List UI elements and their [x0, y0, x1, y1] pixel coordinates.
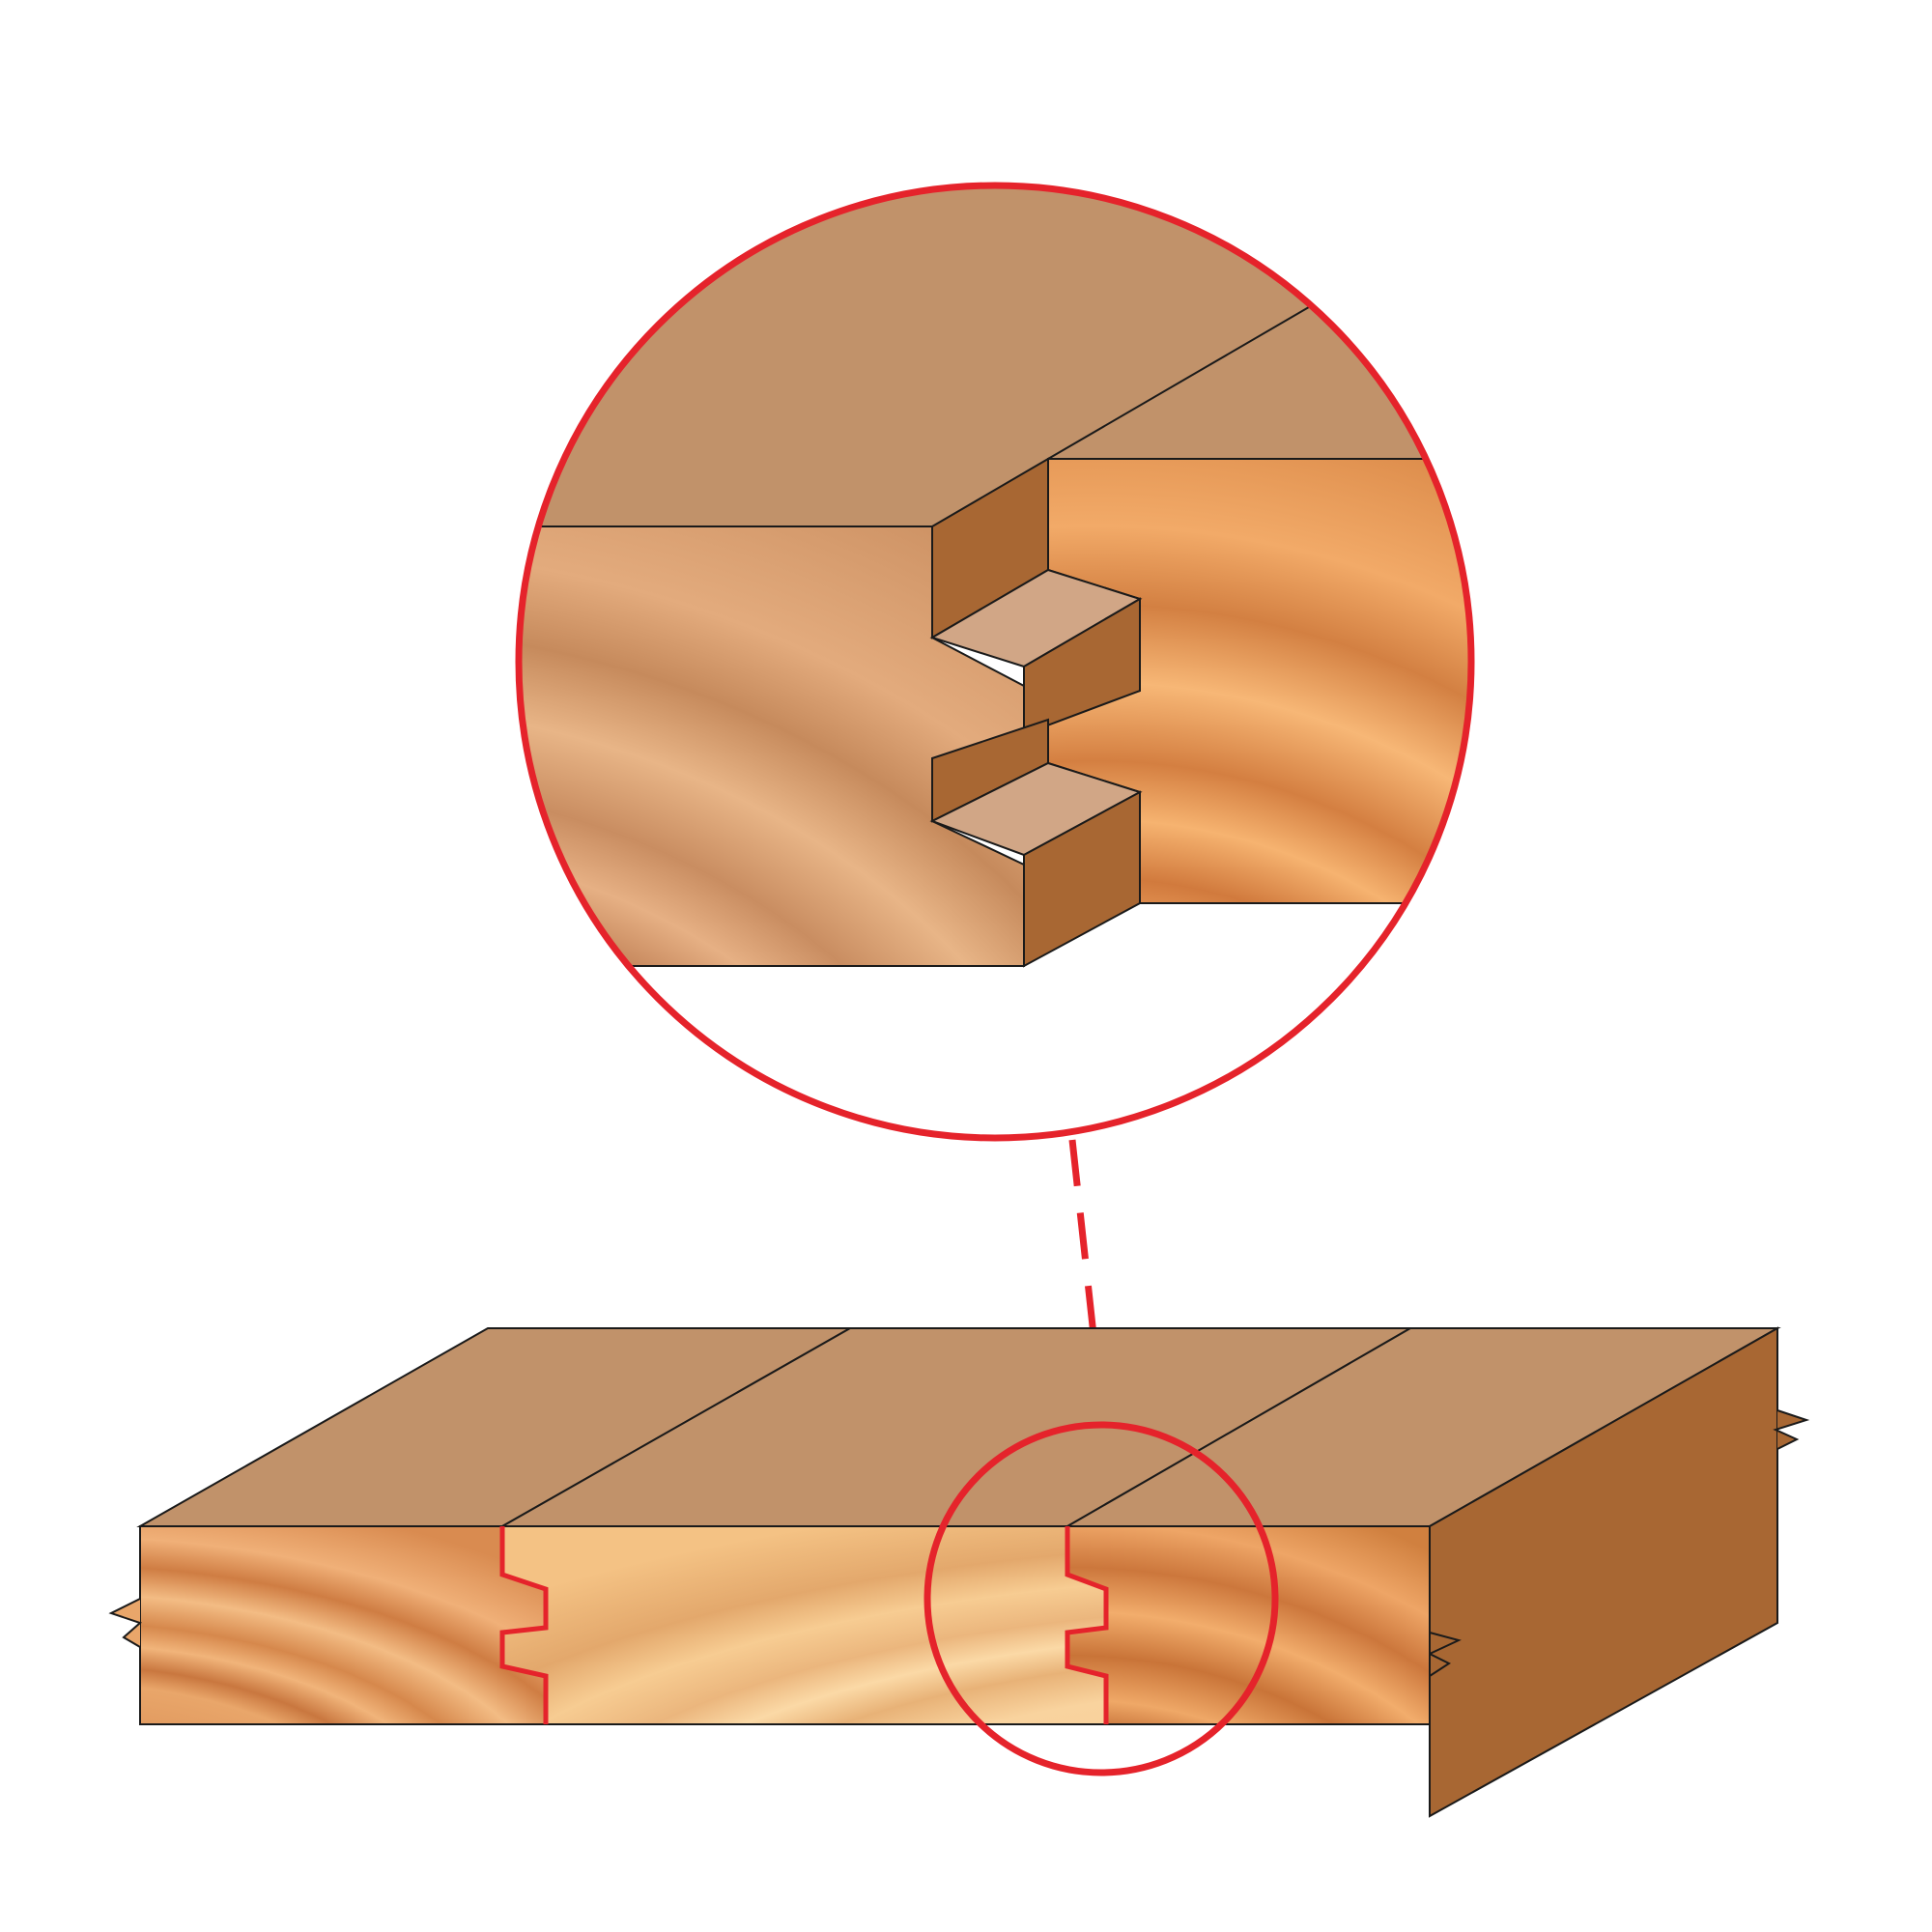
board-2-end-grain: [501, 1525, 1107, 1725]
break-mark-right: [1773, 1409, 1810, 1450]
joint-2-profile: [1065, 1526, 1109, 1724]
break-mark-left: [108, 1598, 142, 1648]
zoom-top-seam: [1047, 303, 1315, 460]
zoom-callout-circle: [515, 182, 1475, 1142]
board-1-end-grain: [139, 1525, 547, 1725]
overview-boards: [108, 1326, 1810, 1818]
magnified-detail: [519, 185, 1471, 1138]
zoom-upper-tongue-side: [1023, 597, 1141, 736]
joint-1-profile: [499, 1526, 549, 1724]
detail-marker-circle: [923, 1421, 1279, 1776]
